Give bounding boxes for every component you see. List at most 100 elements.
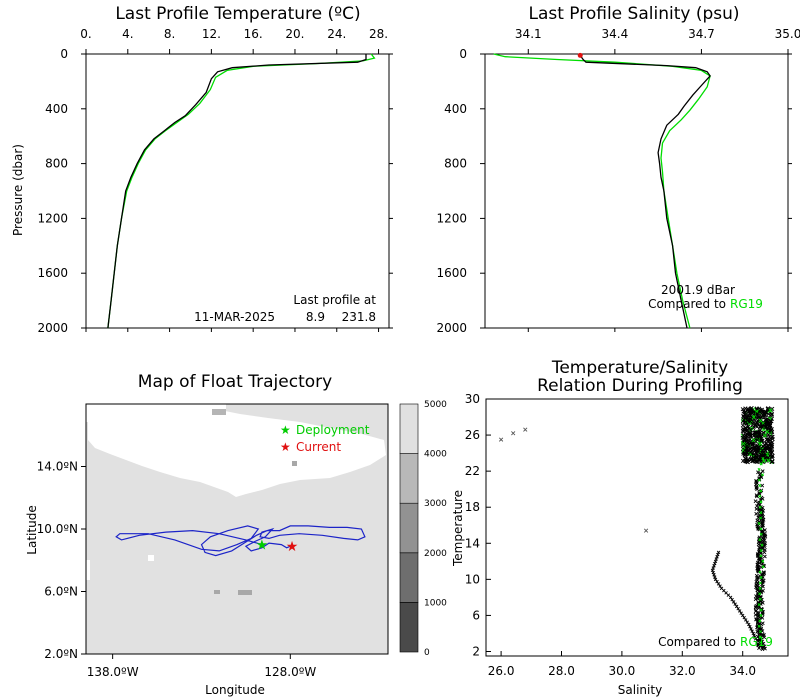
map-x-tick-label: 128.0ºW — [264, 665, 316, 679]
ts-column-point — [755, 518, 760, 523]
ts-branch-point — [712, 573, 716, 577]
deployment-marker: ★ — [256, 538, 269, 554]
ts-reference-point — [759, 532, 763, 536]
legend-deployment-label: Deployment — [296, 423, 370, 437]
ts-reference-point — [759, 462, 763, 466]
top-tick-label: 34.4 — [601, 27, 628, 41]
ts-cluster-point — [769, 446, 775, 451]
ts-branch-point — [716, 552, 720, 557]
last-profile-date: 11-MAR-2025 — [194, 310, 275, 324]
top-tick-label: 28. — [369, 27, 388, 41]
ts-branch-point — [713, 577, 718, 582]
ts-cluster-point — [763, 417, 769, 423]
ts-cluster-point — [745, 427, 750, 432]
ts-branch-point — [728, 595, 733, 600]
ts-branch-point — [752, 633, 756, 637]
map-xlabel: Longitude — [205, 683, 265, 697]
ts-branch-point — [751, 631, 755, 636]
ts-plot-frame — [485, 398, 789, 657]
ts-reference-point — [758, 586, 762, 590]
ts-cluster-point — [768, 418, 774, 423]
ts-cluster-point — [766, 444, 771, 450]
y-tick-label: 800 — [45, 157, 68, 171]
ts-reference-point — [758, 570, 762, 574]
ts-branch-point — [753, 637, 758, 641]
ts-reference-point — [758, 494, 762, 498]
ts-cluster-point — [746, 413, 751, 418]
ts-branch-point — [718, 584, 722, 588]
landmass-east — [300, 438, 360, 458]
top-tick-label: 34.7 — [688, 27, 715, 41]
trajectory-path — [115, 525, 366, 557]
ts-cluster-point — [744, 446, 750, 452]
ts-cluster-point — [769, 454, 774, 459]
ts-column-point — [753, 612, 758, 617]
temperature-series-lines — [107, 53, 376, 329]
last-profile-value-2: 231.8 — [342, 310, 376, 324]
ts-x-tick-label: 26.0 — [488, 664, 515, 678]
ts-reference-point — [757, 478, 761, 482]
ts-column-point — [760, 600, 765, 605]
top-tick-label: 4. — [122, 27, 133, 41]
ts-cluster-point — [741, 441, 746, 446]
ts-cluster-point — [748, 450, 754, 455]
ts-cluster-point — [758, 425, 763, 430]
map-background — [86, 404, 388, 654]
ts-cluster-point — [741, 409, 746, 414]
ts-reference-point — [760, 543, 764, 547]
last-profile-value-1: 8.9 — [306, 310, 325, 324]
top-tick-label: 24. — [327, 27, 346, 41]
y-tick-label: 1600 — [436, 266, 467, 280]
ts-cluster-point — [765, 419, 770, 425]
ts-x-tick-label: 32.0 — [669, 664, 696, 678]
ts-cluster-point — [765, 429, 770, 434]
ts-cluster-point — [760, 447, 765, 453]
ts-column-point — [754, 594, 758, 599]
ts-reference-point — [759, 500, 763, 504]
ts-cluster-point — [756, 445, 761, 451]
ts-column-point — [755, 487, 760, 492]
map-x-tick-label: 138.0ºW — [87, 665, 139, 679]
ts-diagram-panel: Temperature/Salinity Relation During Pro… — [451, 358, 789, 697]
ts-branch-point — [742, 615, 746, 620]
colorbar-tick-label: 3000 — [424, 499, 447, 509]
temperature-plot-frame — [85, 53, 390, 329]
reference-profile-line — [107, 53, 376, 329]
ts-reference-point — [759, 511, 763, 515]
ts-branch-point — [740, 613, 745, 618]
top-tick-label: 35.0 — [775, 27, 800, 41]
shallow-patch-seamount-3 — [238, 590, 252, 595]
ts-y-tick-label: 10 — [465, 572, 480, 586]
ts-column-point — [754, 478, 759, 483]
colorbar-tick-label: 4000 — [424, 450, 447, 460]
ts-cluster-point — [761, 458, 766, 464]
ts-branch-point — [739, 611, 743, 615]
ts-reference-point — [758, 635, 762, 639]
ts-column-point — [756, 470, 760, 475]
legend-current-label: Current — [296, 440, 341, 454]
ts-branch-point — [711, 566, 715, 570]
ts-reference-point — [758, 484, 762, 488]
ts-cluster-point — [742, 434, 747, 440]
ts-cluster-point — [770, 459, 775, 464]
ts-branch-point — [716, 550, 721, 555]
ts-branch-point — [714, 557, 718, 561]
ts-branch-point — [710, 568, 715, 573]
ts-cluster-point — [766, 411, 771, 417]
ts-cluster-point — [762, 410, 767, 416]
ts-cluster-point — [766, 458, 771, 463]
ts-cluster-point — [743, 442, 748, 448]
ts-cluster-point — [758, 441, 763, 446]
ts-reference-point — [759, 489, 763, 493]
ts-column-point — [753, 605, 758, 610]
ts-y-tick-label: 18 — [465, 500, 480, 514]
map-y-tick-label: 6.0ºN — [44, 585, 78, 599]
map-legend: ★ Deployment ★ Current — [280, 423, 370, 454]
ts-cluster-point — [745, 418, 750, 423]
ts-branch-point — [730, 597, 734, 602]
ts-cluster-point — [756, 432, 761, 437]
ts-reference-point — [758, 538, 762, 542]
ts-cluster-point — [751, 438, 756, 443]
shallow-patch-seamount-1 — [212, 409, 226, 415]
ts-cluster-point — [750, 456, 755, 461]
